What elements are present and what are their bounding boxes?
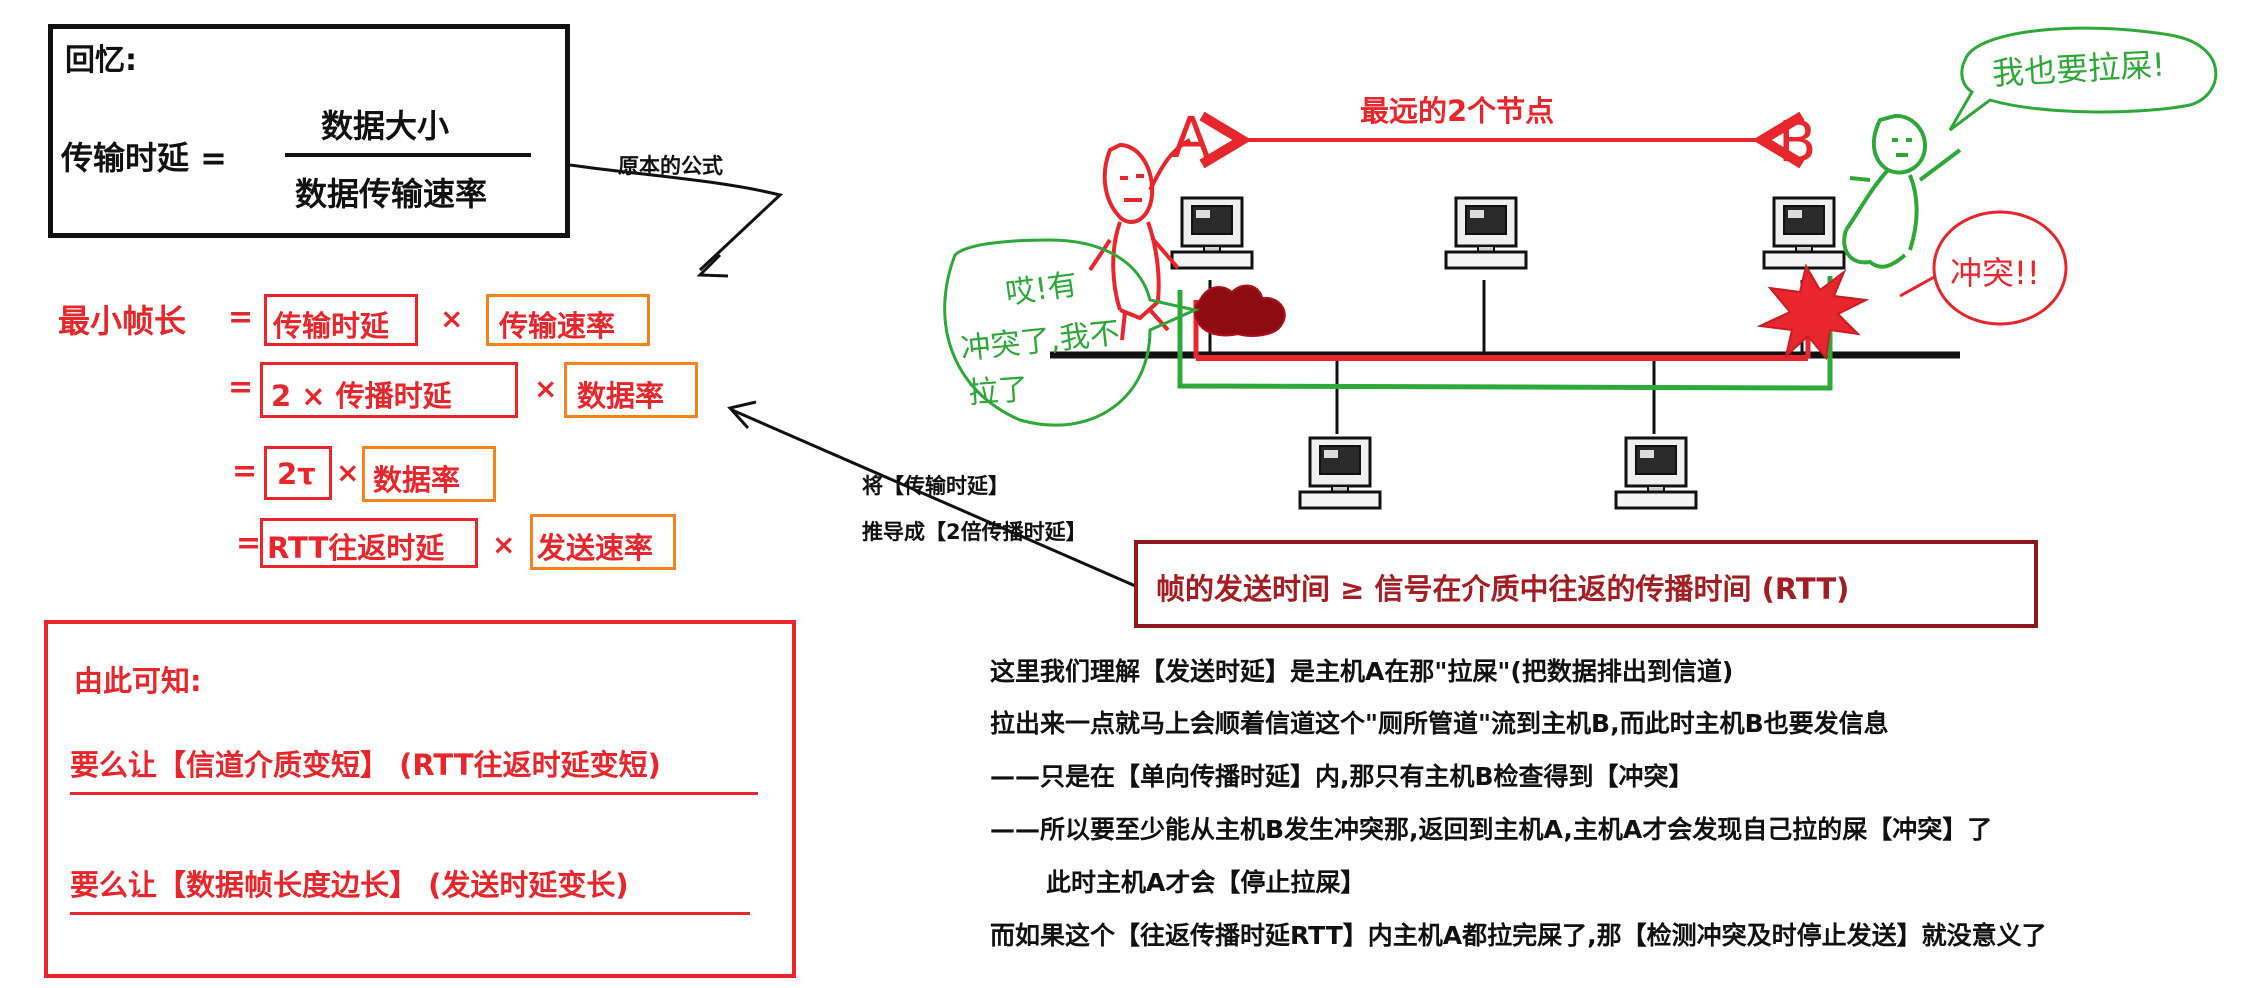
node-b-label: B <box>1778 110 1816 175</box>
explanation-line-5: 此时主机A才会【停止拉屎】 <box>1046 863 1365 899</box>
host-bottom-right-computer <box>1616 438 1696 508</box>
explanation-line-3: ——只是在【单向传播时延】内,那只有主机B检查得到【冲突】 <box>990 757 1694 793</box>
arrow-to-derivation <box>732 410 1140 588</box>
poop-blob <box>1194 285 1284 335</box>
conflict-text: 冲突!! <box>1950 248 2040 294</box>
farthest-nodes-label: 最远的2个节点 <box>1360 88 1554 130</box>
explanation-line-1: 这里我们理解【发送时延】是主机A在那"拉屎"(把数据排出到信道) <box>990 652 1733 688</box>
explanation-line-4: ——所以要至少能从主机B发生冲突那,返回到主机A,主机A才会发现自己拉的屎【冲突… <box>990 810 1992 846</box>
explanation-line-2: 拉出来一点就马上会顺着信道这个"厕所管道"流到主机B,而此时主机B也要发信息 <box>990 704 1889 740</box>
node-a-label: A <box>1172 106 1210 171</box>
key-statement: 帧的发送时间 ≥ 信号在介质中往返的传播时间 (RTT) <box>1156 566 1849 608</box>
speech-b-text: 我也要拉屎! <box>1991 40 2166 95</box>
host-middle-computer <box>1446 198 1526 268</box>
arrow-formula-note <box>570 165 780 270</box>
host-a-computer <box>1172 198 1252 268</box>
speech-a-line-3: 拉了 <box>967 364 1030 412</box>
stick-figure-b <box>1844 116 1960 267</box>
explanation-line-6: 而如果这个【往返传播时延RTT】内主机A都拉完屎了,那【检测冲突及时停止发送】就… <box>990 916 2047 952</box>
conflict-burst <box>1760 266 1866 358</box>
host-bottom-left-computer <box>1300 438 1380 508</box>
host-b-computer <box>1764 198 1844 268</box>
signal-path-green <box>1180 276 1830 388</box>
